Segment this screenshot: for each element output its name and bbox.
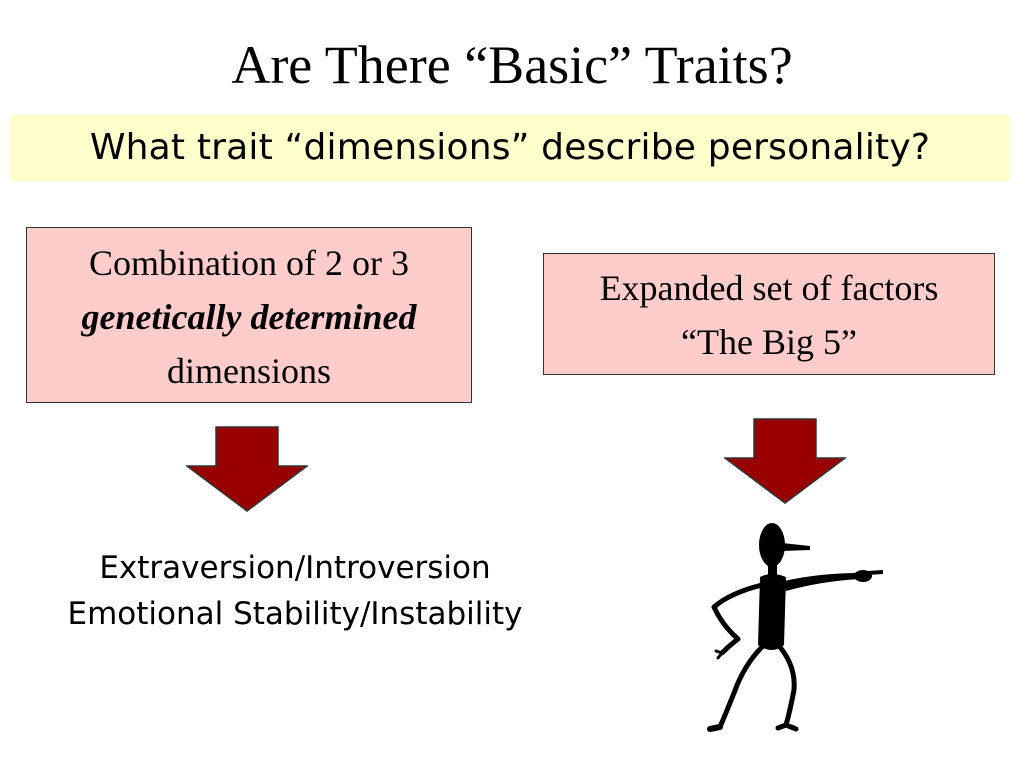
subtitle-band: What trait “dimensions” describe persona… <box>10 115 1010 181</box>
pointing-stick-figure-icon <box>707 523 883 732</box>
trait-dimensions-list: Extraversion/Introversion Emotional Stab… <box>0 545 590 637</box>
down-arrow-icon <box>724 418 846 504</box>
slide-title: Are There “Basic” Traits? <box>231 35 793 95</box>
down-arrow-icon <box>186 426 308 512</box>
genetic-box-line-2: genetically determined <box>81 297 417 337</box>
big-five-box-line-2: “The Big 5” <box>681 322 857 362</box>
genetic-box-line-3: dimensions <box>166 351 331 391</box>
big-five-box-line-1: Expanded set of factors <box>599 268 939 308</box>
big-five-box: Expanded set of factors “The Big 5” <box>543 253 995 375</box>
genetic-dimensions-box: Combination of 2 or 3 genetically determ… <box>26 227 472 403</box>
genetic-box-line-1: Combination of 2 or 3 <box>89 243 409 283</box>
trait-extraversion: Extraversion/Introversion <box>99 550 491 586</box>
slide-subtitle: What trait “dimensions” describe persona… <box>89 127 931 168</box>
trait-emotional-stability: Emotional Stability/Instability <box>67 596 523 632</box>
